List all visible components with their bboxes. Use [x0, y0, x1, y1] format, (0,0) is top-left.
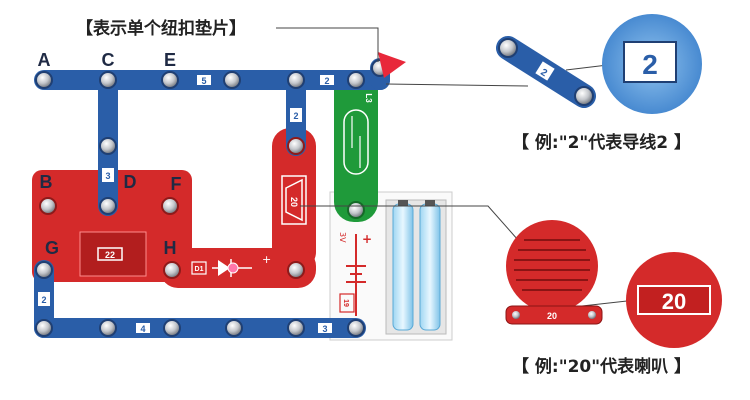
- wire-label-vertical: 3: [105, 171, 110, 181]
- snap: [99, 71, 117, 89]
- point-label-h: H: [164, 238, 177, 258]
- point-label-g: G: [45, 238, 59, 258]
- point-label-a: A: [38, 50, 51, 70]
- point-label-e: E: [164, 50, 176, 70]
- led-label: D1: [195, 266, 204, 273]
- snap: [99, 137, 117, 155]
- snap: [99, 197, 117, 215]
- speaker-example-annotation: 【 例:"20"代表喇叭 】: [512, 357, 692, 377]
- battery-label: 19: [342, 299, 349, 307]
- snap: [163, 261, 181, 279]
- snap: [223, 71, 241, 89]
- battery-voltage: 3V: [338, 232, 347, 243]
- snap: [99, 319, 117, 337]
- zoom-speaker-small-label: 20: [547, 311, 557, 321]
- svg-text:+: +: [362, 232, 372, 246]
- wire-label-left: 2: [41, 295, 46, 305]
- point-label-d: D: [124, 172, 137, 192]
- single-snap-annotation: 【表示单个纽扣垫片】: [76, 19, 246, 39]
- wire-label-top-right: 2: [324, 76, 329, 86]
- wire-label-short: 2: [293, 111, 298, 121]
- wire-example-annotation: 【 例:"2"代表导线2 】: [512, 133, 692, 153]
- snap: [287, 71, 305, 89]
- wire-zoom-magnifier: 2: [602, 14, 702, 114]
- snap: [287, 319, 305, 337]
- snap: [287, 261, 305, 279]
- snap: [35, 261, 53, 279]
- snap: [347, 71, 365, 89]
- snap: [347, 201, 365, 219]
- base-label: 22: [105, 250, 115, 260]
- snap: [39, 197, 57, 215]
- point-labels: A C E B D F G H: [38, 50, 182, 258]
- snap: [35, 71, 53, 89]
- speaker-part: 20: [272, 128, 316, 270]
- snap: [225, 319, 243, 337]
- wire-label-bottom-mid: 4: [140, 324, 145, 334]
- snap: [161, 197, 179, 215]
- snap: [287, 137, 305, 155]
- wire-labels: 5 2 2 3 2 4 3: [38, 75, 334, 334]
- snap: [35, 319, 53, 337]
- speaker-label: 20: [289, 197, 299, 207]
- wire-zoom: 2: [496, 36, 596, 108]
- svg-text:+: +: [262, 253, 271, 266]
- zoom-speaker-label: 20: [662, 289, 686, 314]
- base-plate: 22: [32, 170, 192, 282]
- point-label-f: F: [171, 174, 182, 194]
- wire-label-bottom-right: 3: [322, 324, 327, 334]
- reed-switch-part: L3: [334, 70, 378, 222]
- point-label-b: B: [40, 172, 53, 192]
- point-label-c: C: [102, 50, 115, 70]
- led-part: D1 +: [160, 248, 316, 288]
- speaker-zoom-magnifier: 20: [626, 252, 722, 348]
- snap: [161, 71, 179, 89]
- snap-marker-flag: [378, 52, 406, 78]
- zoom-wire-label: 2: [642, 49, 658, 80]
- reed-switch-label: L3: [364, 93, 373, 103]
- zoom-wire-small-label: 2: [538, 67, 549, 80]
- speaker-zoom: 20: [505, 220, 603, 325]
- snap: [347, 319, 365, 337]
- wire-label-top-mid: 5: [201, 76, 206, 86]
- snap: [163, 319, 181, 337]
